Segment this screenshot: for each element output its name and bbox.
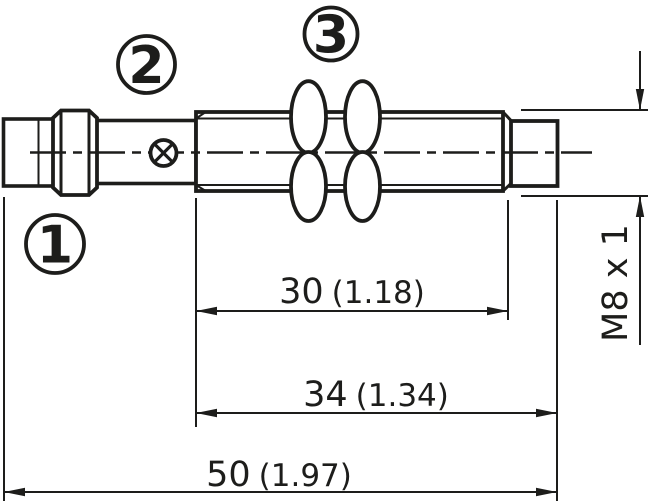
callout-3: 3 — [302, 5, 360, 66]
arrowhead-icon — [536, 487, 557, 497]
dimension-total-length: 50(1.97) — [3, 197, 557, 501]
led-indicator-icon — [148, 138, 179, 168]
dimension-label-30: 30(1.18) — [279, 272, 425, 312]
thread-spec-label: M8 x 1 — [596, 224, 636, 342]
dimension-label-50: 50(1.97) — [206, 455, 352, 495]
callout-circle — [302, 5, 360, 63]
callout-2: 2 — [116, 34, 177, 96]
arrowhead-icon — [196, 408, 217, 418]
hex-nut-1 — [289, 79, 328, 223]
thread-chamfer-line — [501, 110, 513, 122]
thread-chamfer-line — [195, 111, 206, 120]
callout-number-1: 1 — [37, 216, 73, 276]
arrowhead-icon — [487, 306, 508, 316]
callout-circle — [116, 34, 177, 95]
dimension-thread-length: 30(1.18) — [195, 198, 509, 427]
callout-circle — [24, 213, 86, 275]
callout-number-2: 2 — [128, 36, 164, 96]
sensor-body-outline — [1, 79, 560, 223]
dimension-label-34: 34(1.34) — [303, 375, 449, 415]
arrowhead-icon — [4, 487, 25, 497]
callout-number-3: 3 — [313, 6, 349, 66]
thread-chamfer-line — [195, 184, 206, 192]
hex-nut-2 — [343, 79, 382, 223]
callout-1: 1 — [24, 213, 86, 276]
arrowhead-icon — [635, 89, 645, 110]
dimension-thread-spec: M8 x 1 — [521, 51, 648, 345]
arrowhead-icon — [196, 306, 217, 316]
dimension-barrel-length: 34(1.34) — [196, 200, 558, 501]
arrowhead-icon — [635, 196, 645, 217]
arrowhead-icon — [536, 408, 557, 418]
